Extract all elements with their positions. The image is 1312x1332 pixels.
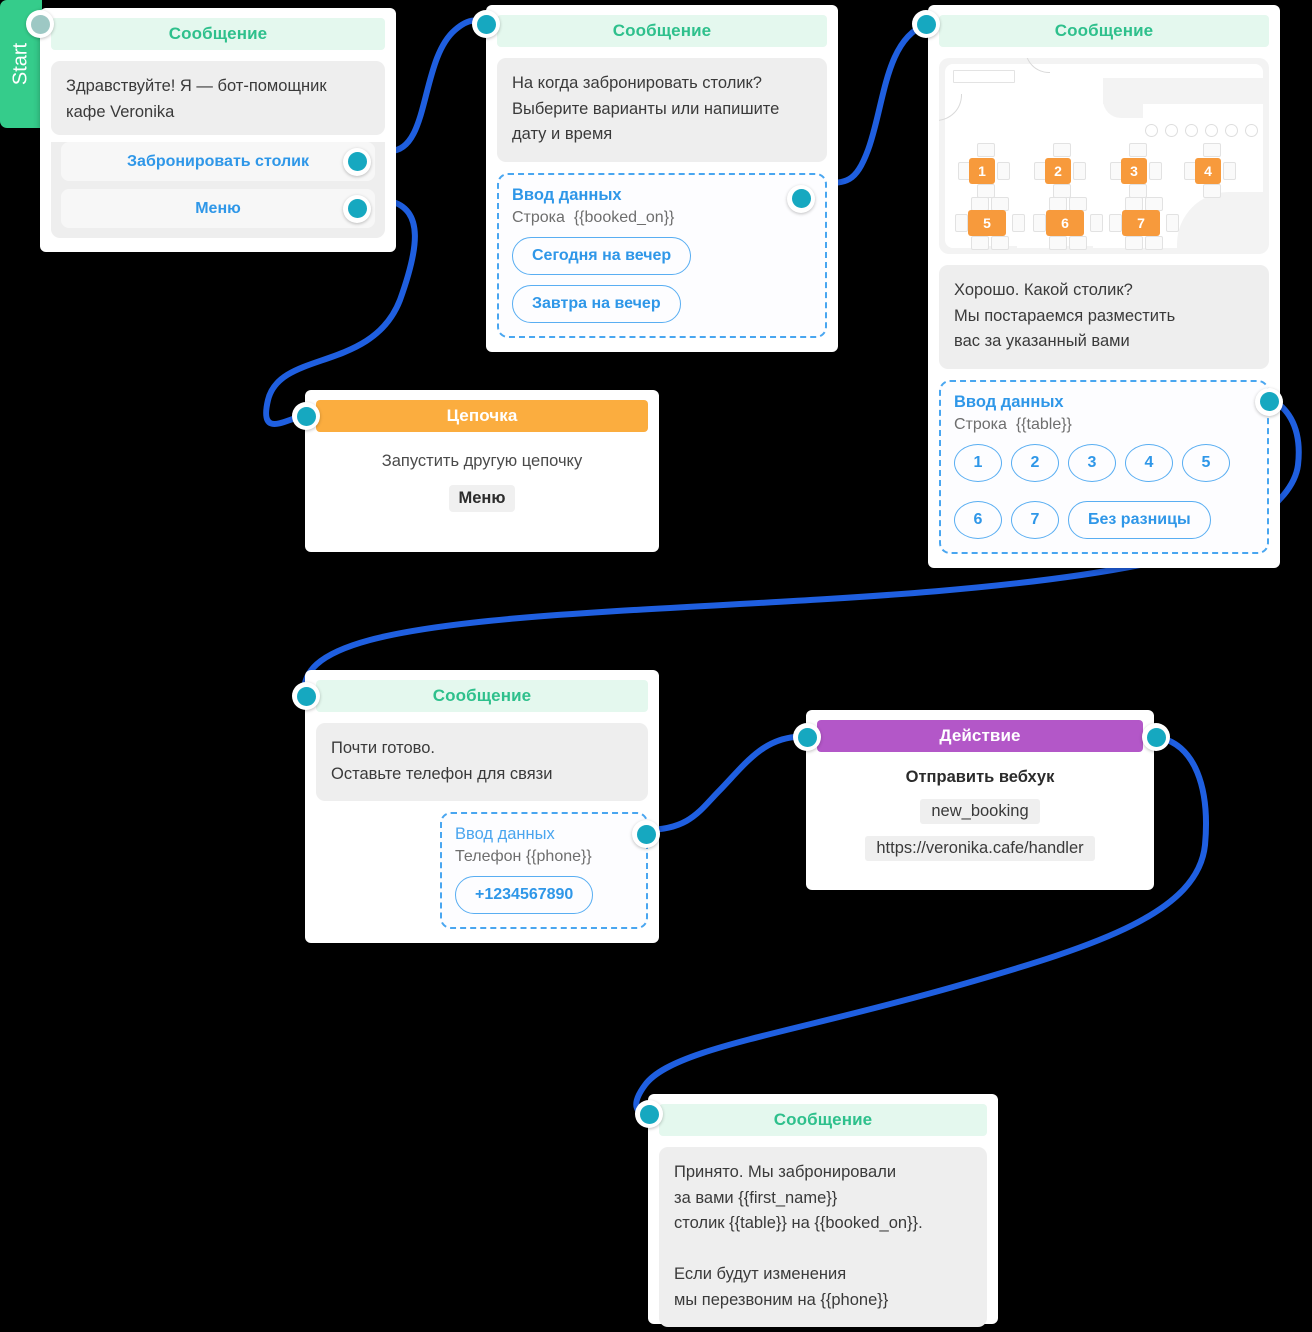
input-port-dot[interactable] [292,402,320,430]
table-6: 6 [1046,210,1084,236]
quick-reply-menu[interactable]: Меню [61,189,375,229]
table-7: 7 [1122,210,1160,236]
webhook-url-chip: https://veronika.cafe/handler [865,836,1095,861]
data-entry-type: Строка {{booked_on}} [512,209,812,227]
entry-type-label: Строка [954,415,1007,433]
data-entry-title: Ввод данных [954,392,1064,411]
entry-type-label: Строка [512,208,565,226]
card-header-message: Сообщение [51,18,385,50]
data-entry-block[interactable]: Ввод данных Строка {{booked_on}} Сегодня… [497,172,827,338]
chain-description: Запустить другую цепочку [381,452,583,470]
card-header-message: Сообщение [939,15,1269,47]
entry-option[interactable]: 1 [954,443,1002,482]
entry-option[interactable]: 5 [1182,443,1230,482]
output-port-dot[interactable] [1255,387,1283,416]
output-port-dot[interactable] [1142,723,1170,751]
entry-type-label: Телефон [455,848,522,866]
input-port-dot[interactable] [635,1100,663,1128]
output-port-dot[interactable] [343,194,371,223]
input-port-dot[interactable] [793,723,821,751]
card-header-action: Действие [817,720,1143,752]
card-header-message: Сообщение [497,15,827,47]
data-entry-block[interactable]: Ввод данных Строка {{table}} 1 2 3 4 5 6… [939,379,1283,554]
card-header-message: Сообщение [316,680,648,712]
data-entry-type: Телефон {{phone}} [455,848,633,866]
quick-reply-label: Меню [195,200,241,218]
quick-reply-book-table[interactable]: Забронировать столик [61,142,375,182]
data-entry-block[interactable]: Ввод данных Телефон {{phone}} +123456789… [440,812,660,930]
wire-greeting-to-askdate [387,17,489,154]
quick-reply-list: Забронировать столик Меню [51,142,385,239]
table-3: 3 [1121,158,1147,184]
entry-option[interactable]: 2 [1011,443,1059,482]
node-card-chain[interactable]: Цепочка Запустить другую цепочку Меню [305,390,659,552]
node-card-ask-date[interactable]: Сообщение На когда забронировать столик?… [486,5,838,352]
message-bubble: Хорошо. Какой столик? Мы постараемся раз… [939,265,1269,369]
data-entry-type: Строка {{table}} [954,416,1254,434]
restaurant-floorplan-image: 1 2 3 4 [939,58,1269,254]
node-card-ask-phone[interactable]: Сообщение Почти готово. Оставьте телефон… [305,670,660,944]
table-5: 5 [968,210,1006,236]
entry-options: +1234567890 [455,876,633,915]
action-body: Отправить вебхук new_booking https://ver… [817,752,1143,867]
entry-variable: {{table}} [1015,415,1072,433]
input-port-dot[interactable] [912,10,940,38]
entry-variable: {{booked_on}} [573,208,675,226]
node-card-webhook[interactable]: Действие Отправить вебхук new_booking ht… [806,710,1154,890]
entry-variable: {{phone}} [525,848,592,866]
entry-option[interactable]: Сегодня на вечер [512,236,692,275]
node-card-confirmation[interactable]: Сообщение Принято. Мы забронировали за в… [648,1094,998,1328]
action-title: Отправить вебхук [905,768,1055,786]
chain-body: Запустить другую цепочку Меню [316,432,648,520]
table-4: 4 [1195,158,1221,184]
entry-option-any[interactable]: Без разницы [1068,500,1211,539]
entry-option[interactable]: 4 [1125,443,1173,482]
webhook-event-chip: new_booking [920,799,1040,824]
entry-option[interactable]: 3 [1068,443,1116,482]
chain-target-chip[interactable]: Меню [448,485,516,512]
node-card-greeting[interactable]: Сообщение Здравствуйте! Я — бот-помощник… [40,8,396,253]
output-port-dot[interactable] [343,147,371,176]
entry-option[interactable]: Завтра на вечер [512,284,681,323]
output-port-dot[interactable] [632,820,660,849]
entry-options: Сегодня на вечер Завтра на вечер [512,236,812,323]
start-port-dot[interactable] [26,10,54,38]
wire-askphone-to-webhook [642,734,798,833]
input-port-dot[interactable] [292,682,320,710]
card-header-chain: Цепочка [316,400,648,432]
data-entry-title: Ввод данных [512,185,622,204]
quick-reply-label: Забронировать столик [127,153,309,171]
output-port-dot[interactable] [787,184,815,213]
table-1: 1 [969,158,995,184]
entry-options: 1 2 3 4 5 6 7 Без разницы [954,434,1254,539]
entry-option[interactable]: +1234567890 [455,876,594,915]
card-header-message: Сообщение [659,1104,987,1136]
message-bubble: Здравствуйте! Я — бот-помощник кафе Vero… [51,61,385,136]
start-label: Start [9,42,32,86]
input-port-dot[interactable] [472,10,500,38]
entry-option[interactable]: 6 [954,500,1002,539]
data-entry-title: Ввод данных [455,825,555,844]
node-card-ask-table[interactable]: Сообщение [928,5,1283,568]
message-bubble: На когда забронировать столик? Выберите … [497,58,827,162]
message-bubble: Принято. Мы забронировали за вами {{firs… [659,1147,987,1328]
table-2: 2 [1045,158,1071,184]
message-bubble: Почти готово. Оставьте телефон для связи [316,723,648,802]
entry-option[interactable]: 7 [1011,500,1059,539]
